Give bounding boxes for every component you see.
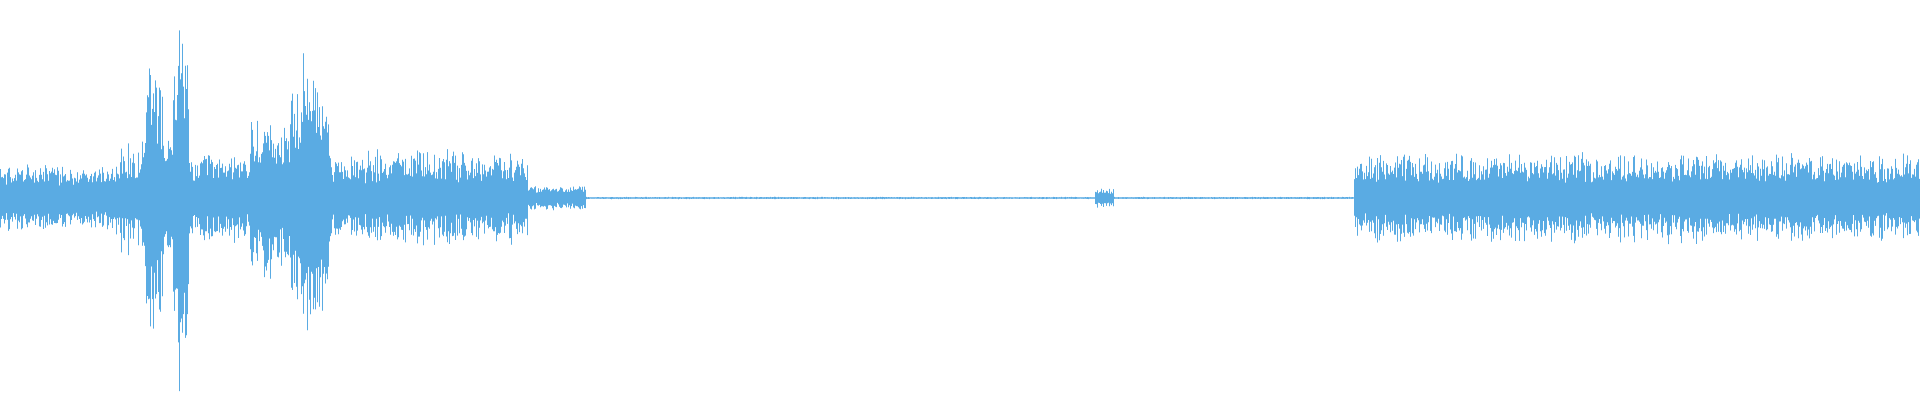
waveform-bars [0, 30, 1920, 392]
